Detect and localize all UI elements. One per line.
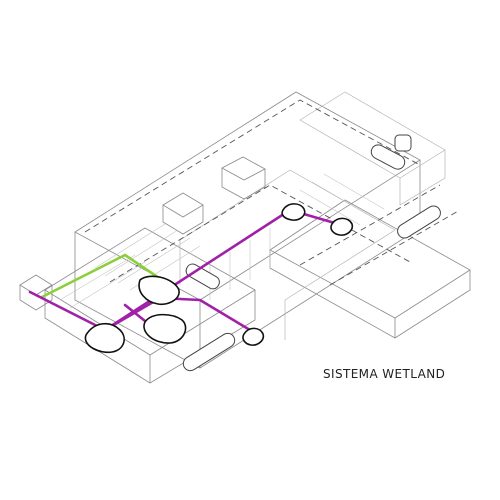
tower-top [299, 91, 446, 179]
channel-front [182, 332, 236, 372]
dashed-guides [84, 99, 461, 286]
main-line-top [28, 208, 347, 332]
dashed-right-line [299, 184, 441, 266]
tank-small-front [242, 327, 265, 346]
dashed-mid-line [109, 184, 411, 283]
housing-1-top [162, 192, 204, 218]
tank-front-left [84, 322, 125, 354]
housing-2-top [221, 156, 266, 181]
tank-small-right [330, 217, 354, 236]
channels [182, 134, 441, 372]
housing-3-sides [19, 285, 53, 311]
tank-front-center [143, 313, 187, 344]
housing-2-sides [221, 168, 266, 200]
tank-small-upper [281, 203, 306, 221]
diagram-title: SISTEMA WETLAND [323, 367, 446, 381]
tanks [84, 203, 354, 354]
dashed-ridge-line [84, 99, 421, 233]
housing-3-top [19, 274, 53, 296]
right-block-sides [269, 250, 471, 339]
housing-1-sides [162, 205, 204, 235]
dashed-right-line-2 [329, 209, 461, 286]
tower-sides [399, 150, 446, 206]
building-wireframe [19, 91, 471, 384]
hatching [59, 173, 385, 309]
channel-center [185, 263, 220, 290]
main-block-top [74, 91, 421, 301]
tank-upper-center [138, 275, 180, 306]
main-line-bottom [103, 296, 257, 335]
box-top-right [394, 134, 412, 152]
channel-top-right [370, 144, 406, 170]
channel-right [397, 205, 441, 239]
